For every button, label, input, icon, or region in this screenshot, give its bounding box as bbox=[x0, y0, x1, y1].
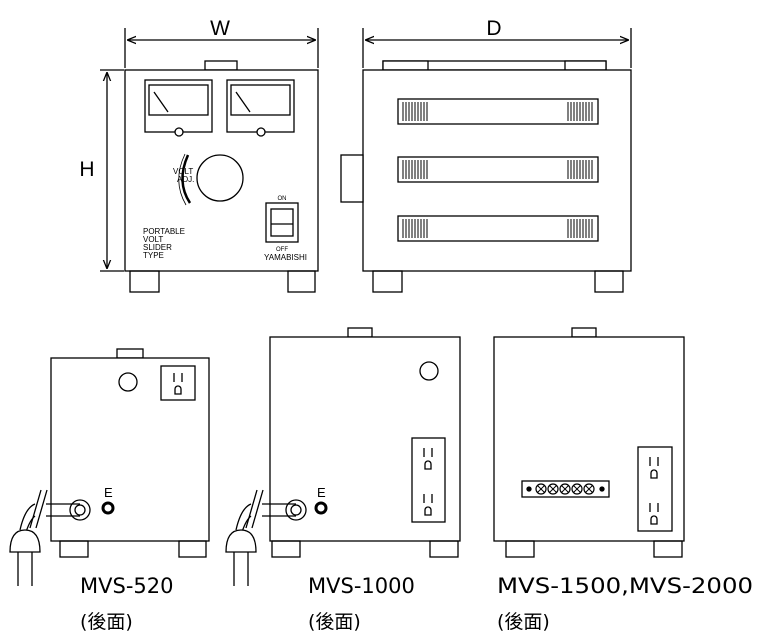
front-foot-left bbox=[129, 270, 160, 293]
product-label-line3: SLIDER bbox=[143, 243, 172, 252]
side-view bbox=[340, 28, 632, 293]
depth-dimension bbox=[362, 28, 632, 68]
height-dimension bbox=[100, 69, 124, 272]
power-cord bbox=[9, 489, 91, 586]
rear-view-mvs-1500-2000 bbox=[493, 327, 685, 558]
ground-terminal bbox=[101, 501, 115, 515]
brand-label: YAMABISHI bbox=[264, 253, 307, 262]
rear-view-mvs-520 bbox=[9, 348, 210, 586]
ground-label-mvs-1000: E bbox=[317, 485, 326, 500]
caption-mvs-1000: (後面) bbox=[308, 611, 361, 633]
front-handle bbox=[204, 60, 238, 71]
ground-terminal bbox=[314, 501, 328, 515]
side-foot-left bbox=[372, 270, 403, 293]
fuse-holder bbox=[419, 361, 439, 381]
width-dimension bbox=[124, 28, 319, 68]
outlet bbox=[160, 365, 196, 401]
switch-off-label: OFF bbox=[276, 247, 288, 253]
caption-mvs-1500-2000: (後面) bbox=[497, 611, 550, 633]
model-label-mvs-1000: MVS-1000 bbox=[308, 574, 415, 598]
product-label-line4: TYPE bbox=[143, 251, 164, 260]
voltmeter bbox=[144, 79, 213, 137]
volt-adj-label: VOLT bbox=[173, 167, 193, 176]
fuse-holder bbox=[118, 372, 138, 392]
ground-label-mvs-520: E bbox=[104, 485, 113, 500]
side-knob-protrusion bbox=[340, 154, 364, 203]
product-label-line2: VOLT bbox=[143, 235, 163, 244]
side-foot-right bbox=[594, 270, 624, 293]
front-body bbox=[124, 69, 319, 272]
rear-view-mvs-1000 bbox=[225, 327, 461, 586]
model-label-mvs-1500-2000: MVS-1500,MVS-2000 bbox=[497, 574, 753, 598]
outlet-double bbox=[637, 446, 673, 532]
height-label: H bbox=[79, 158, 94, 181]
volt-adj-knob bbox=[196, 154, 244, 202]
width-label: W bbox=[210, 17, 230, 40]
volt-adj-scale-arc bbox=[181, 154, 192, 204]
ammeter bbox=[226, 79, 295, 137]
front-view bbox=[100, 28, 319, 293]
outlet-double bbox=[411, 437, 446, 523]
model-label-mvs-520: MVS-520 bbox=[80, 574, 173, 598]
power-cord bbox=[225, 489, 307, 586]
product-label-line1: PORTABLE bbox=[143, 227, 185, 236]
volt-adj-label-2: ADJ. bbox=[177, 175, 194, 184]
terminal-block bbox=[521, 480, 610, 498]
ventilation-slots bbox=[397, 98, 599, 242]
depth-label: D bbox=[486, 17, 501, 40]
front-foot-right bbox=[287, 270, 316, 293]
caption-mvs-520: (後面) bbox=[80, 611, 133, 633]
switch-on-label: ON bbox=[278, 196, 287, 202]
power-switch bbox=[265, 202, 299, 243]
